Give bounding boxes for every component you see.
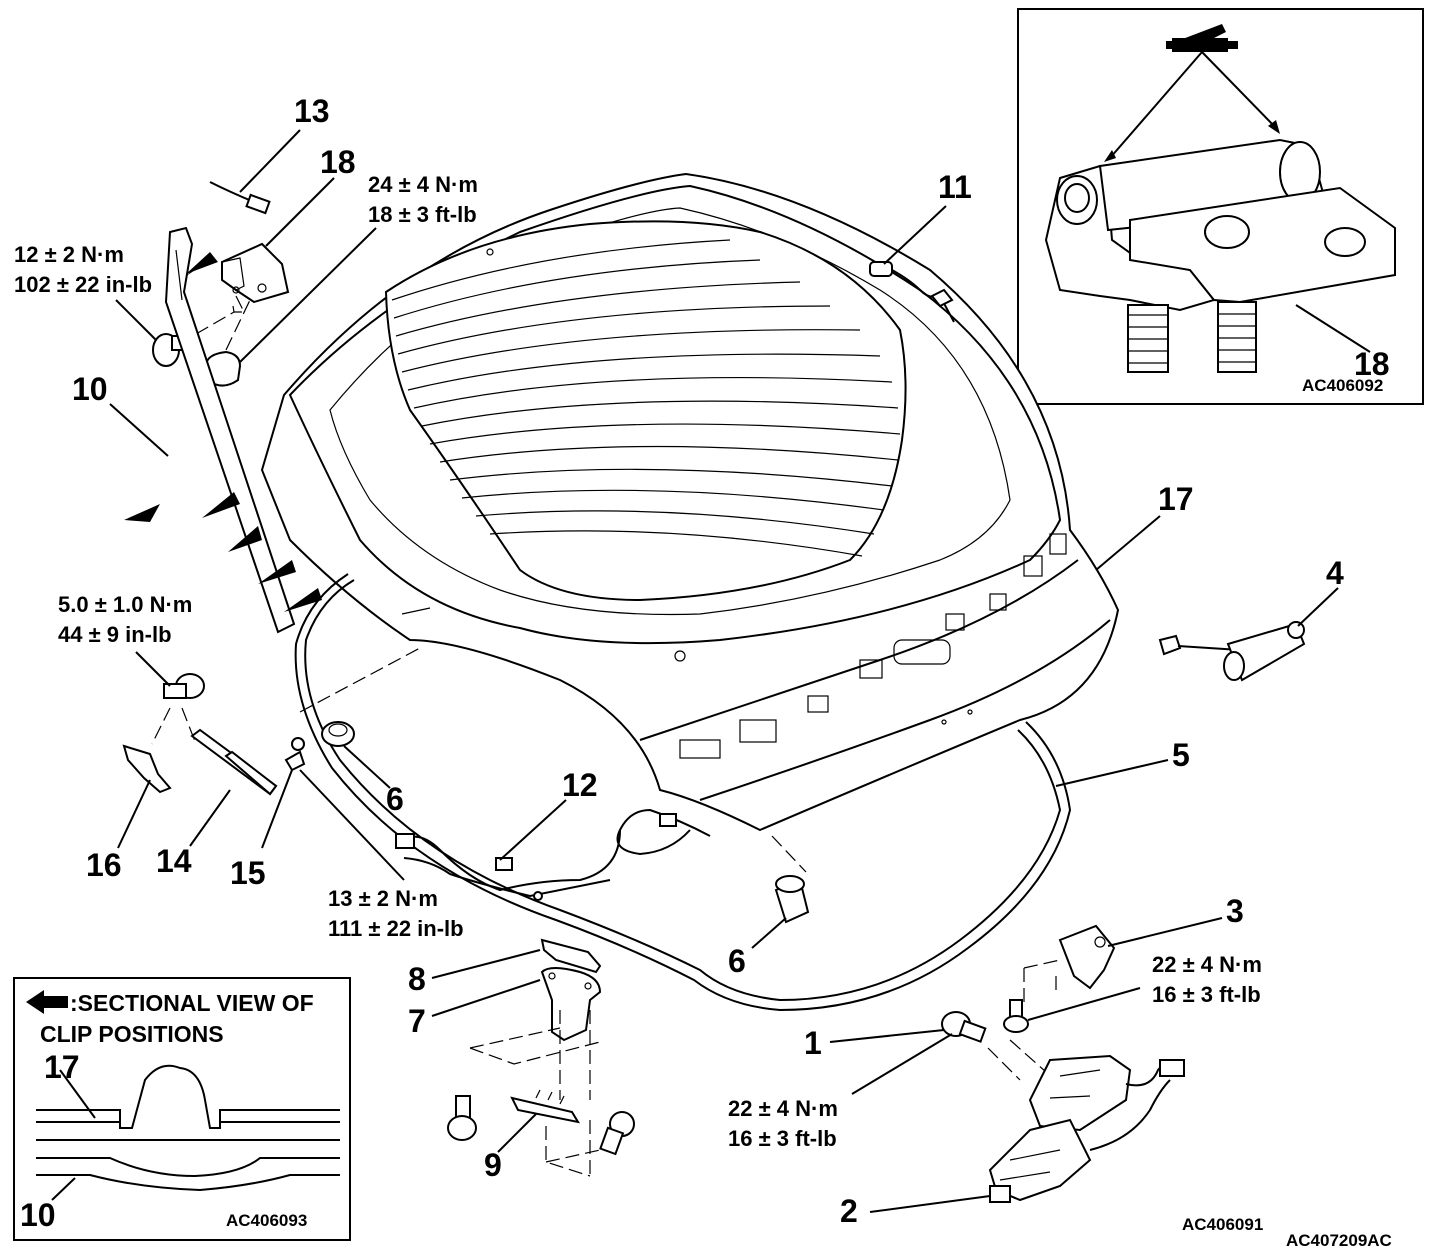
torque-latch-2: 16 ± 3 ft-lb [728, 1126, 837, 1151]
label-9: 9 [484, 1147, 502, 1183]
ball-stud-15 [284, 737, 306, 772]
bumper-6-lower [774, 875, 810, 924]
code-inset-clip: AC406093 [226, 1211, 307, 1230]
clip-arrows [124, 252, 322, 612]
hinge-inset: 18 AC406092 [1017, 8, 1424, 405]
label-13: 13 [294, 93, 330, 129]
label-17: 17 [1158, 481, 1194, 517]
tailgate-17 [260, 172, 1120, 832]
strut-bolt-upper [163, 673, 205, 699]
label-3: 3 [1226, 893, 1244, 929]
label-6-lower: 6 [728, 943, 746, 979]
torque-strut-upper-1: 5.0 ± 1.0 N·m [58, 592, 192, 617]
arrow-left-icon [26, 990, 68, 1014]
bracket-16 [122, 744, 172, 794]
torque-hinge-bolt-1: 12 ± 2 N·m [14, 242, 124, 267]
hinge-nut [204, 350, 242, 387]
defroster-lines [391, 239, 901, 557]
striker-bolt-left [447, 1095, 477, 1141]
torque-striker-1: 22 ± 4 N·m [1152, 952, 1262, 977]
label-12: 12 [562, 767, 598, 803]
latch-2 [988, 1054, 1185, 1203]
torque-hinge-nut-2: 18 ± 3 ft-lb [368, 202, 477, 227]
hinge-detail [1044, 138, 1396, 373]
legend-line1: :SECTIONAL VIEW OF [70, 990, 314, 1016]
label-2: 2 [840, 1193, 858, 1229]
harness-12 [395, 808, 711, 901]
latch-bolt-1 [941, 1011, 987, 1043]
torque-latch-1: 22 ± 4 N·m [728, 1096, 838, 1121]
label-17-inset: 17 [44, 1049, 80, 1085]
label-11: 11 [938, 169, 972, 205]
spacer-9 [510, 1089, 581, 1124]
torque-strut-upper-2: 44 ± 9 in-lb [58, 622, 172, 647]
label-10-inset: 10 [20, 1197, 56, 1233]
striker-bolt [1003, 999, 1029, 1033]
label-4: 4 [1326, 555, 1344, 591]
wire-13 [209, 181, 271, 215]
bumper-6-upper [321, 721, 355, 747]
code-main: AC406091 [1182, 1215, 1263, 1234]
torque-striker-2: 16 ± 3 ft-lb [1152, 982, 1261, 1007]
label-16: 16 [86, 847, 122, 883]
label-8: 8 [408, 961, 426, 997]
label-10: 10 [72, 371, 108, 407]
torque-hinge-bolt-2: 102 ± 22 in-lb [14, 272, 152, 297]
label-1: 1 [804, 1025, 822, 1061]
hinge-18 [221, 242, 290, 304]
clip-section-inset: :SECTIONAL VIEW OF CLIP POSITIONS 17 10 … [13, 977, 351, 1241]
torque-hinge-nut-1: 24 ± 4 N·m [368, 172, 478, 197]
label-6-upper: 6 [386, 781, 404, 817]
damper-4 [1158, 621, 1306, 682]
label-15: 15 [230, 855, 266, 891]
code-figure: AC407209AC [1286, 1231, 1392, 1250]
striker-7 [540, 967, 602, 1042]
striker-3 [1058, 924, 1116, 990]
gas-strut-14 [190, 728, 278, 796]
garnish-10 [164, 226, 296, 634]
switch-11 [869, 261, 955, 323]
torque-strut-lower-2: 111 ± 22 in-lb [328, 916, 464, 941]
weatherstrip-5 [294, 573, 1072, 1012]
grease-gun-icon [1166, 24, 1238, 52]
label-7: 7 [408, 1003, 426, 1039]
label-14: 14 [156, 843, 192, 879]
code-inset-hinge: AC406092 [1302, 376, 1383, 395]
torque-strut-lower-1: 13 ± 2 N·m [328, 886, 438, 911]
label-18: 18 [320, 144, 356, 180]
striker-bolt-right [599, 1111, 635, 1156]
shim-8 [540, 938, 602, 974]
label-5: 5 [1172, 737, 1190, 773]
legend-line2: CLIP POSITIONS [40, 1021, 224, 1047]
label-18-inset: 18 [1354, 346, 1390, 382]
